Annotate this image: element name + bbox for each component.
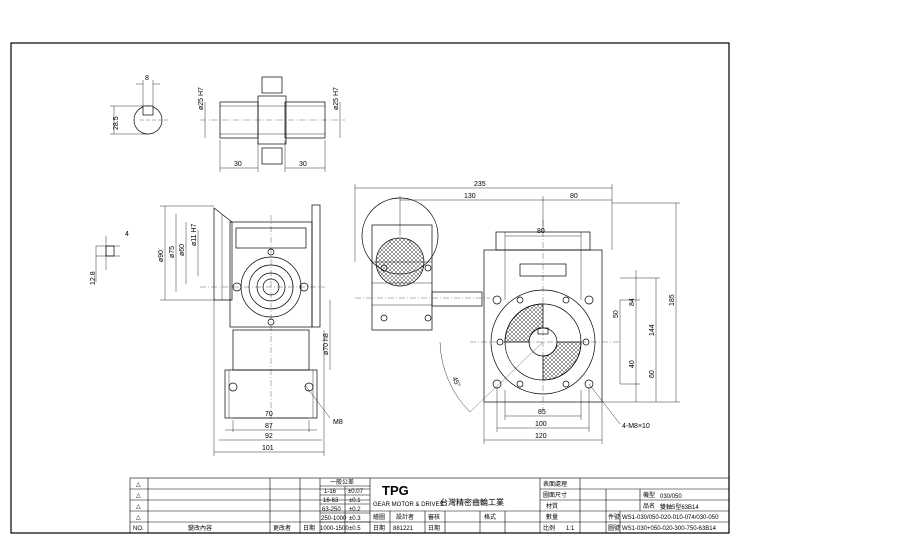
change-person-label: 更改者 (273, 524, 291, 532)
tol-value-1: ±0.07 (348, 489, 364, 495)
dim-130: 130 (464, 193, 476, 200)
dim-bore-left: ø25 H7 (198, 87, 205, 110)
dim-bore-right: ø25 H7 (333, 87, 340, 110)
dim-w85: 85 (538, 409, 546, 416)
company-logo: TPG (382, 483, 409, 498)
designer-label: 設計者 (396, 513, 414, 521)
dim-key-12-8: 12.8 (90, 271, 97, 285)
partno-label: 件號 (608, 513, 620, 521)
dim-h40: 40 (629, 360, 636, 368)
tol-value-3: ±0.2 (349, 507, 361, 513)
drawing-size-label: 圖面尺寸 (543, 491, 567, 499)
dim-w92: 92 (265, 433, 273, 440)
date2-label: 日期 (373, 524, 385, 532)
front-view (354, 184, 680, 444)
dim-w120: 120 (535, 433, 547, 440)
rev-date-label: 日期 (303, 524, 315, 532)
tol-range-3: 63-250 (322, 507, 341, 513)
scale-value: 1:1 (566, 526, 575, 532)
dim-w100: 100 (535, 421, 547, 428)
dim-len-left: 30 (234, 161, 242, 168)
rev-mark-3: △ (136, 504, 141, 510)
dim-d90: ø90 (158, 250, 165, 262)
dim-key-4: 4 (125, 231, 129, 238)
dim-w70: 70 (265, 411, 273, 418)
dim-80-top: 80 (570, 193, 578, 200)
change-content-label: 變改內容 (188, 524, 212, 532)
dim-h144: 144 (649, 324, 656, 336)
dim-key-height: 28.5 (113, 116, 120, 130)
tol-value-2: ±0.1 (349, 498, 361, 504)
dim-total-235: 235 (474, 181, 486, 188)
scale-label: 比例 (543, 524, 555, 532)
dim-h84: 84 (629, 298, 636, 306)
dim-len-right: 30 (299, 161, 307, 168)
tol-value-5: ±0.5 (349, 526, 361, 532)
dim-holes: 4-M8×10 (622, 423, 650, 430)
side-view (95, 204, 331, 456)
dim-h185: 185 (669, 294, 676, 306)
drawn-label: 繪圖 (373, 513, 385, 521)
dim-bolt-m8: M8 (333, 419, 343, 426)
dim-d11: ø11 H7 (191, 223, 198, 246)
dim-w101: 101 (262, 445, 274, 452)
rev-mark-2: △ (136, 493, 141, 499)
qty-label: 數量 (546, 513, 558, 521)
tol-range-5: 1000-1500 (320, 526, 349, 532)
dim-key-width: 8 (145, 75, 149, 82)
dim-angle-45: 45° (450, 375, 462, 388)
drawno-label: 圖號 (608, 524, 620, 532)
dim-h50: 50 (613, 310, 620, 318)
name-label: 品名 (643, 502, 655, 510)
tol-range-1: 1-16 (324, 489, 337, 495)
dim-h60: 60 (649, 370, 656, 378)
rev-no-label: NO. (133, 526, 144, 532)
tol-value-4: ±0.3 (349, 516, 361, 522)
rev-mark-1: △ (136, 482, 141, 488)
tol-range-4: 250-1000 (321, 516, 347, 522)
form-label: 格式 (484, 513, 496, 521)
rev-mark-4: △ (136, 515, 141, 521)
date3-label: 日期 (428, 524, 440, 532)
tol-range-2: 16-63 (323, 498, 339, 504)
surface-label: 表面處理 (543, 480, 567, 488)
dim-d75: ø75 (169, 246, 176, 258)
dim-w87: 87 (265, 423, 273, 430)
tolerance-title: 一般公差 (330, 478, 354, 486)
company-subtitle: GEAR MOTOR & DRIVES (373, 502, 444, 508)
name-value: 雙軸5型63B14 (660, 503, 699, 511)
dim-d60: ø60 (179, 244, 186, 256)
model-label: 機型 (643, 491, 655, 499)
shaft-view (110, 76, 345, 172)
model-value: 030/050 (660, 494, 682, 500)
drawno-value: WS1-030+050-020-300-750-63B14 (622, 526, 717, 532)
title-block (129, 477, 730, 534)
company-name: 台灣精密齒輪工業 (440, 497, 504, 507)
material-label: 材質 (546, 502, 558, 510)
date-value: 881221 (393, 526, 414, 532)
check-label: 審核 (428, 513, 440, 521)
partno-value: WS1-030/050-020-010-074/030-050 (622, 515, 719, 521)
dim-d70: ø70 h8 (323, 333, 330, 355)
dim-80: 80 (537, 228, 545, 235)
